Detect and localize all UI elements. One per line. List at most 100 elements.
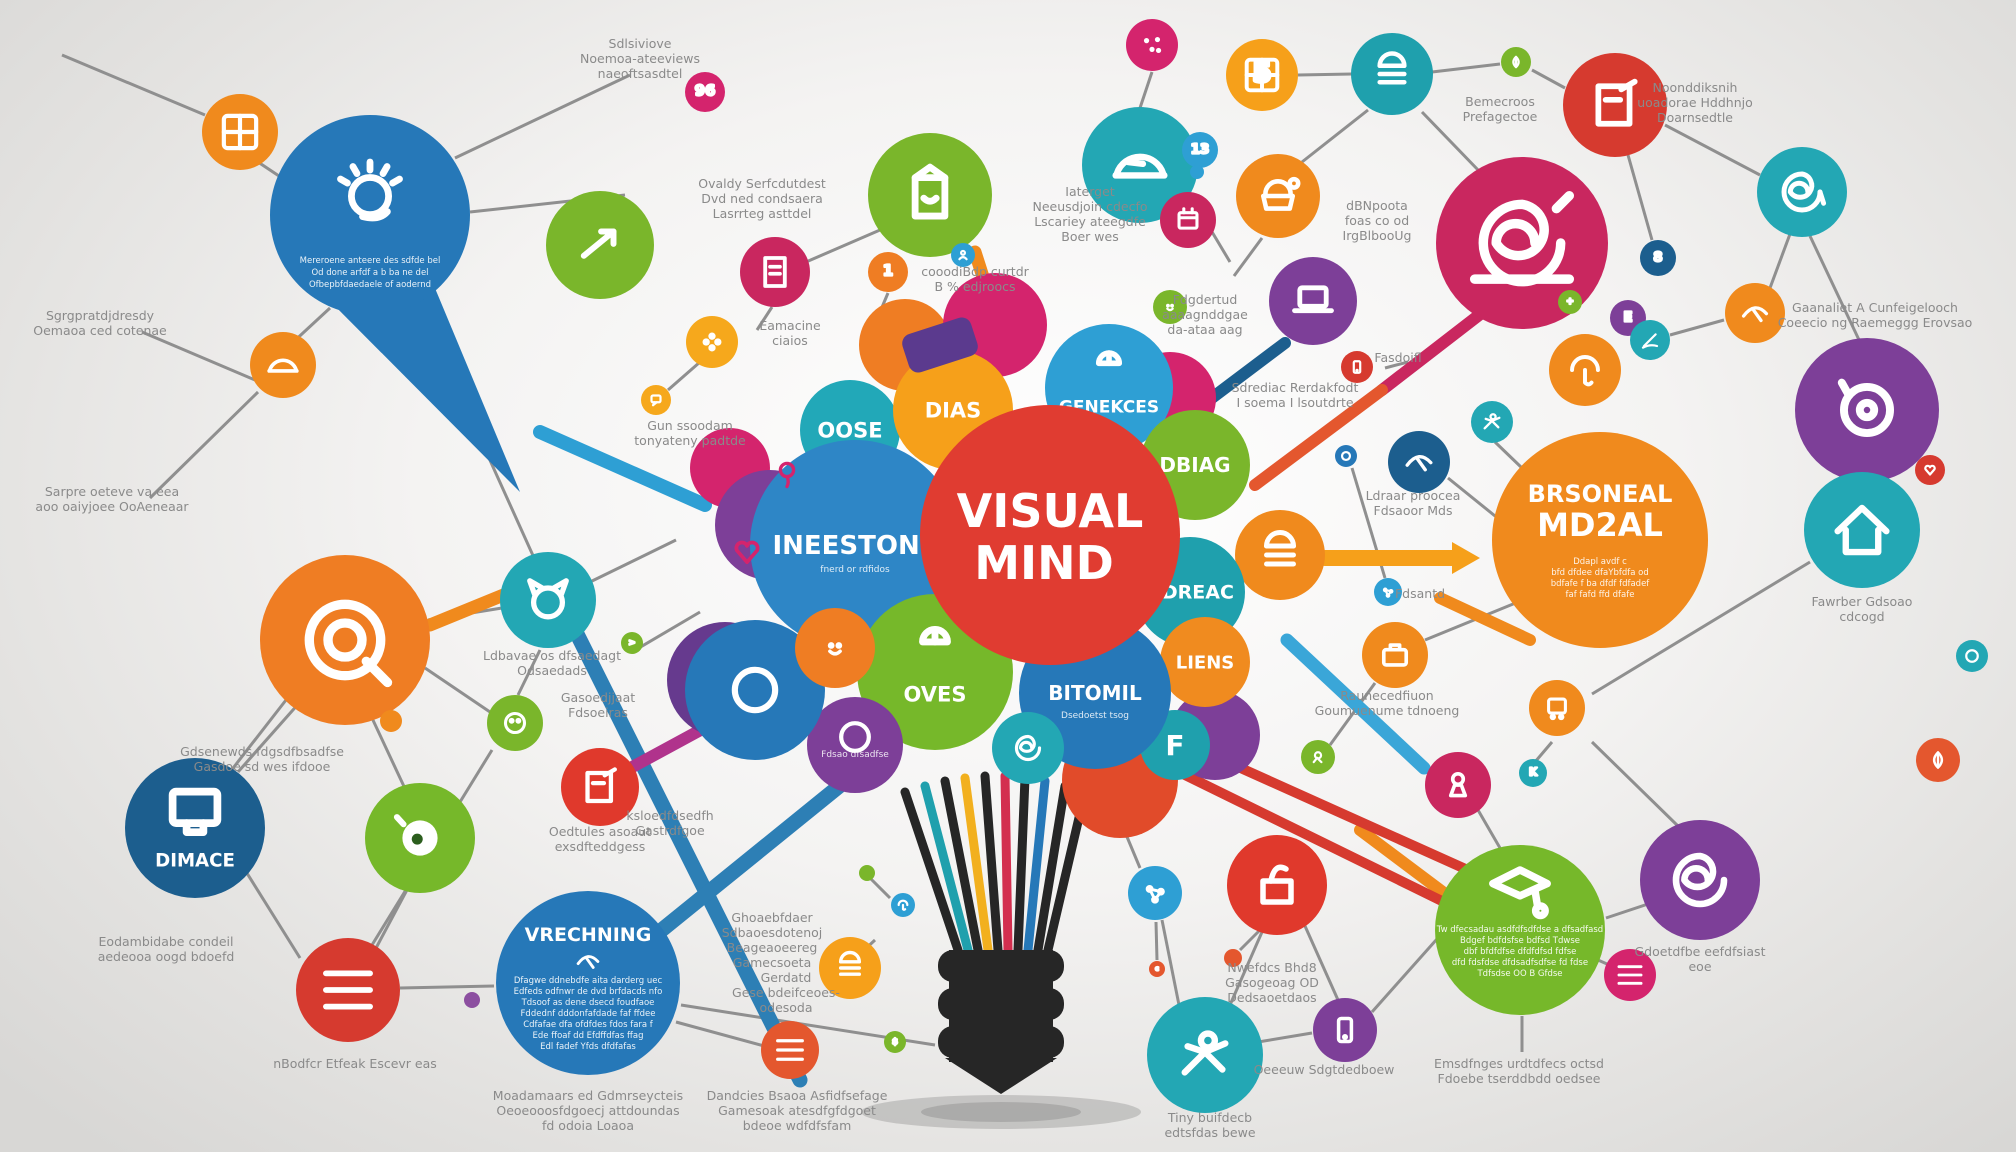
label-right-2-line: da-ataa aag	[1167, 322, 1242, 337]
node-dog-green-circle	[1301, 740, 1335, 774]
node-pink-96-circle	[685, 72, 725, 112]
label-topright-3-line: Gaanaliet A Cunfeigelooch	[1792, 300, 1958, 315]
node-red-heart	[1915, 455, 1945, 485]
node-q-purple	[1640, 820, 1760, 940]
bulb-ridge	[938, 950, 1064, 982]
thin-connector	[1297, 72, 1353, 77]
label-bottom-9-line: Fdoebe tserddbdd oedsee	[1438, 1071, 1601, 1086]
label-bottom-8-line: Gasogeoag OD	[1225, 975, 1319, 990]
spiral-icon-path	[1672, 852, 1728, 908]
node-pink-dots-circle	[1126, 19, 1178, 71]
label-mid-3-line: exsdfteddgess	[555, 839, 646, 854]
node-green-chevron-circle	[621, 632, 643, 654]
label-bottom-5-line: Gamesoak atesdfgfdgoet	[718, 1103, 876, 1118]
train-wheel	[1549, 713, 1557, 721]
label-bottom-7: Oeeeuw Sdgtdedboew	[1254, 1062, 1395, 1077]
node-molecule-icon	[1145, 885, 1165, 904]
bulbhead-icon-path	[359, 208, 391, 222]
node-target-orange-circle	[260, 555, 430, 725]
cat-icon	[530, 585, 566, 620]
node-dog-green-icon	[1312, 751, 1323, 764]
pig-icon-path	[1837, 378, 1853, 400]
docpen-icon-path	[1618, 78, 1638, 93]
suitcase-icon	[1381, 647, 1409, 667]
label-right-1-line: IrgBlbooUg	[1343, 228, 1412, 243]
thin-connector	[1238, 926, 1264, 952]
panda-icon-path	[393, 814, 407, 828]
spiral-icon-path	[1014, 734, 1042, 762]
node-grad-green-text: dbf bfdfdfse dfdfdfsd fdfse	[1464, 947, 1577, 957]
train-wheel	[1557, 713, 1565, 721]
dots-icon	[1155, 47, 1162, 54]
node-speech-icon	[650, 394, 662, 407]
vrechning-text: Ede ffoaf dd Efdffdfas ffag	[533, 1031, 644, 1041]
pin-bulbhead-icon	[337, 158, 403, 222]
node-pig-purple-circle	[1795, 338, 1939, 482]
node-bird-navy-icon	[1405, 455, 1433, 472]
cat-icon-path	[527, 578, 546, 597]
node-orange-1-circle	[868, 252, 908, 292]
icon-letter: >	[629, 637, 636, 647]
node-lines-orange	[761, 1021, 819, 1079]
owl-eye	[508, 717, 515, 724]
node-orange-arc	[250, 332, 316, 398]
thin-connector	[516, 649, 542, 696]
node-grad-green-text: Bdgef bdfdsfse bdfsd Tdwse	[1460, 936, 1580, 946]
label-brain-1-line: ciaios	[772, 333, 808, 348]
connector-red-1	[1180, 770, 1455, 910]
node-doc-red	[561, 748, 639, 826]
brain-circle-ineestone-subtitle: fnerd or rdfidos	[820, 565, 890, 575]
node-leaf-green-icon	[1512, 55, 1520, 69]
node-teal-small-right-circle	[1956, 640, 1988, 672]
node-icons-orange-icon	[1264, 530, 1296, 567]
doc-icon	[585, 770, 614, 804]
node-pink-96-icon: 96	[693, 80, 716, 100]
bulb-wire	[1033, 781, 1070, 955]
brain-circle-bitomil-title: BITOMIL	[1048, 681, 1142, 705]
thin-connector	[1476, 809, 1502, 849]
label-dimace-line: aedeooa oogd bdoefd	[98, 949, 235, 964]
label-bottom-7-line: Oeeeuw Sdgtdedboew	[1254, 1062, 1395, 1077]
pin-tail	[318, 281, 520, 492]
node-jumper-teal	[1471, 401, 1513, 443]
bulbhead-icon-path	[379, 163, 391, 177]
node-microbe-blue-icon	[1382, 587, 1394, 598]
dancer-icon-path	[1184, 1040, 1229, 1056]
label-dimace-line: Eodambidabe condeil	[99, 934, 234, 949]
brain-circle-bitomil-subtitle: Dsedoetst tsog	[1061, 711, 1129, 721]
label-top-3-line: Lscariey ateegdfe	[1034, 214, 1146, 229]
bulb-base	[861, 950, 1141, 1129]
node-phone-purple-circle	[1313, 998, 1377, 1062]
node-clover	[686, 316, 738, 368]
brain-circle-purple-ring-circle	[807, 697, 903, 793]
node-red-heart-circle	[1915, 455, 1945, 485]
node-blue-dot-13-circle	[1190, 165, 1204, 179]
node-q-purple-circle	[1640, 820, 1760, 940]
node-calendar-magenta-circle	[1160, 192, 1216, 248]
brsoneal-text: bfd dfdee dfaYbfdfa od	[1551, 568, 1649, 578]
brain-circle-blue-ring-icon	[731, 666, 779, 714]
node-pink-dots-icon	[1143, 36, 1162, 54]
node-teal-k-icon: K	[1528, 765, 1539, 779]
node-pig-purple-icon	[1837, 378, 1895, 438]
brain-circle-liens: LIENS	[1160, 617, 1250, 707]
laptop-icon	[1297, 285, 1329, 309]
speech-icon-path	[651, 401, 658, 407]
bulb-wire	[940, 776, 983, 955]
label-bottom-2-line: fd odoia Loaoa	[542, 1118, 634, 1133]
node-doc-red-topright-circle	[1563, 53, 1667, 157]
node-orange-c-circle	[1149, 961, 1165, 977]
balloon-icon-path	[785, 474, 790, 489]
thin-connector	[1431, 62, 1501, 74]
node-dimace-circle	[125, 758, 265, 898]
node-smiley-green-circle	[1153, 290, 1187, 324]
node-owl-green-circle	[487, 695, 543, 751]
leaf-icon-path	[1932, 751, 1944, 769]
layer-wires	[900, 771, 1090, 955]
label-topright-2-line: Doarnsedtle	[1657, 110, 1733, 125]
